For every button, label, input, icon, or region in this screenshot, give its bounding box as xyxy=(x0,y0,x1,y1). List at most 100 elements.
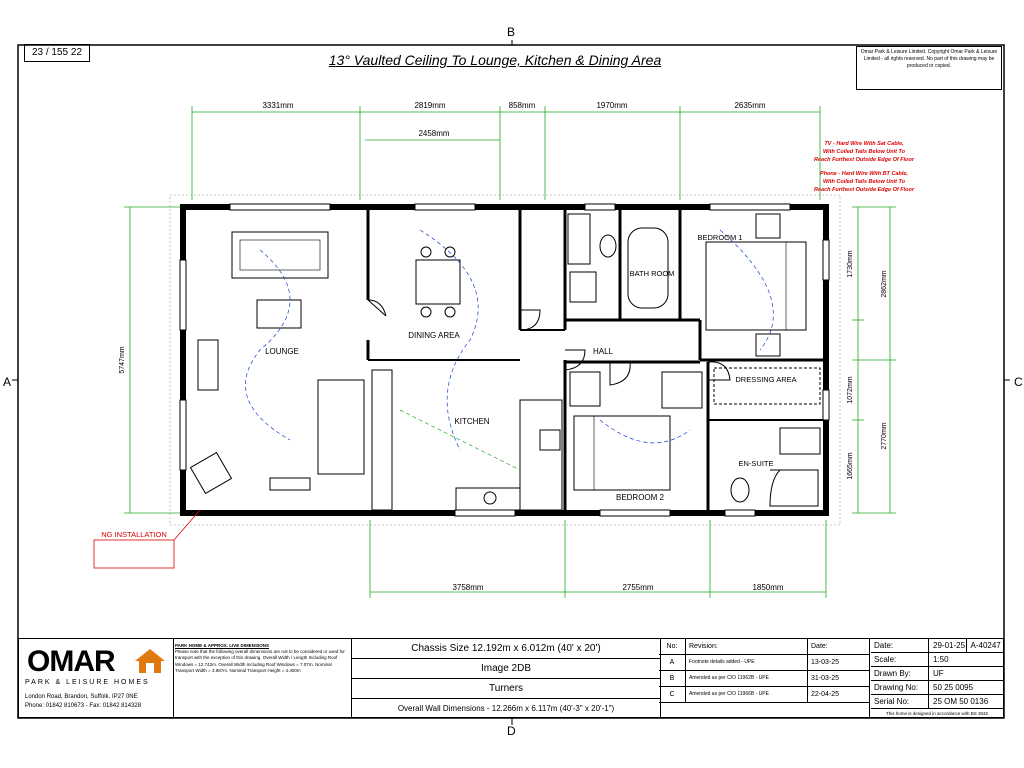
wardrobe-bed2 xyxy=(569,371,601,407)
revision-date: 31-03-25 xyxy=(811,675,840,682)
chair xyxy=(444,246,456,258)
revision-no: A xyxy=(659,655,686,670)
revision-no: C xyxy=(659,687,686,702)
notes-heading: PARK HOME & APPROX. LIVE DIMENSIONS xyxy=(175,643,270,648)
room-label-bathroom: BATH ROOM xyxy=(630,269,675,278)
image-model: Image 2DB xyxy=(352,659,660,679)
info-value: 29-01-25 xyxy=(933,641,966,650)
dim-right-4: 2770mm xyxy=(881,422,888,449)
phone-line: Phone: 01842 810673 - Fax: 01842 814328 xyxy=(25,703,142,709)
room-label-lounge: LOUNGE xyxy=(265,347,299,356)
info-key: Drawing No: xyxy=(871,681,929,694)
company-tagline: PARK & LEISURE HOMES xyxy=(25,679,150,686)
airing-cupboard xyxy=(567,213,591,265)
bath-tub xyxy=(627,227,669,309)
transport-notes: PARK HOME & APPROX. LIVE DIMENSIONS Plea… xyxy=(175,643,349,674)
kitchen-tall-units xyxy=(371,369,393,511)
armchair xyxy=(189,451,233,495)
info-key: Scale: xyxy=(871,653,929,666)
window-lounge-top xyxy=(229,203,331,211)
info-value: UF xyxy=(933,669,944,678)
dimension-lines-left xyxy=(124,206,180,514)
window-ensuite-bottom xyxy=(724,509,756,517)
dim-top-3: 858mm xyxy=(509,101,536,110)
room-label-dining: DINING AREA xyxy=(408,331,460,340)
info-row-scale: Scale: 1:50 xyxy=(871,653,1003,667)
window-dining-top xyxy=(414,203,476,211)
company-logo-panel: OMAR PARK & LEISURE HOMES London Road, B… xyxy=(19,639,174,717)
company-address: London Road, Brandon, Suffolk. IP27 0NE … xyxy=(25,693,141,711)
revision-row: B Amended as per C/O 11962B - UPE 31-03-… xyxy=(659,671,869,687)
chassis-panel: Chassis Size 12.192m x 6.012m (40' x 20'… xyxy=(351,639,661,717)
sheet-border xyxy=(17,44,1005,719)
dimension-lines-bottom xyxy=(369,520,827,598)
dim-bottom-2: 2755mm xyxy=(622,583,653,592)
info-row-drawing-no: Drawing No: 50 25 0095 xyxy=(871,681,1003,695)
headboard-2 xyxy=(573,415,595,491)
revision-date-header: Date: xyxy=(811,643,828,650)
dim-right-5: 1665mm xyxy=(847,452,854,479)
grid-letter-right: C xyxy=(1014,375,1023,389)
dim-bottom-3: 1850mm xyxy=(752,583,783,592)
sink-bowl xyxy=(483,491,497,505)
coffee-table xyxy=(256,299,302,329)
revision-table: No: Revision: Date: A Footnote details a… xyxy=(659,639,870,717)
info-row-date: Date: 29-01-25 A-40247 xyxy=(871,639,1003,653)
house-icon xyxy=(135,649,165,673)
gas-run xyxy=(399,409,521,471)
sofa-cushions xyxy=(239,239,321,271)
window-dressing-right xyxy=(822,389,830,421)
dim-top-inner: 2458mm xyxy=(418,129,449,138)
double-bed-1 xyxy=(705,241,807,331)
window-bed1-top xyxy=(709,203,791,211)
room-label-ensuite: EN-SUITE xyxy=(738,459,773,468)
info-value-job: A-40247 xyxy=(965,639,1004,652)
red-note-line: With Coiled Tails Below Unit To xyxy=(822,149,906,155)
window-bed1-right xyxy=(822,239,830,281)
revision-desc: Amended as per C/O 11962B - UPE xyxy=(686,671,808,686)
company-logo: OMAR xyxy=(27,645,116,678)
vanity-unit xyxy=(569,271,597,303)
dim-right-1: 1730mm xyxy=(847,250,854,277)
copyright-box: Omar Park & Leisure Limited. Copyright O… xyxy=(856,46,1002,90)
revision-date: 22-04-25 xyxy=(811,691,840,698)
chair xyxy=(444,306,456,318)
chassis-size: Chassis Size 12.192m x 6.012m (40' x 20'… xyxy=(352,639,660,659)
revision-desc: Amended as per C/O 11966B - UPE xyxy=(686,687,808,702)
drawing-info: Date: 29-01-25 A-40247 Scale: 1:50 Drawn… xyxy=(871,639,1003,717)
revision-date: 13-03-25 xyxy=(811,659,840,666)
chair xyxy=(420,306,432,318)
revision-header: No: Revision: Date: xyxy=(659,639,869,655)
sofa-3-seater xyxy=(231,231,329,279)
revision-desc: Footnote details added - UPE xyxy=(686,655,808,670)
ensuite-basin xyxy=(779,427,821,455)
standard-footnote: This home is designed in accordance with… xyxy=(885,711,989,716)
customer-name: Turners xyxy=(352,679,660,699)
address-line: London Road, Brandon, Suffolk. IP27 0NE xyxy=(25,694,138,700)
install-box xyxy=(93,539,175,569)
window-bed2-bottom xyxy=(599,509,671,517)
revision-no: B xyxy=(659,671,686,686)
info-value: 1:50 xyxy=(933,655,949,664)
red-note-line: Reach Furthest Outside Edge Of Floor xyxy=(814,187,914,193)
window-bath-top xyxy=(584,203,616,211)
fireplace xyxy=(269,477,311,491)
info-key: Serial No: xyxy=(871,695,929,708)
ensuite-wc xyxy=(730,477,750,503)
notes-body: Please note that the following overall d… xyxy=(175,649,345,673)
dim-bottom-1: 3758mm xyxy=(452,583,483,592)
room-label-dressing: DRESSING AREA xyxy=(735,375,796,384)
dim-top-2: 2819mm xyxy=(414,101,445,110)
door-arc xyxy=(609,361,631,386)
info-key: Drawn By: xyxy=(871,667,929,680)
wiring-run xyxy=(719,229,774,351)
dim-top-4: 1970mm xyxy=(596,101,627,110)
bedside-2 xyxy=(755,333,781,357)
red-note-line: Reach Furthest Outside Edge Of Floor xyxy=(814,157,914,163)
grid-letter-left: A xyxy=(3,375,12,389)
wiring-run xyxy=(245,249,291,441)
door-arc xyxy=(564,349,586,371)
install-label: NG INSTALLATION xyxy=(101,530,167,539)
